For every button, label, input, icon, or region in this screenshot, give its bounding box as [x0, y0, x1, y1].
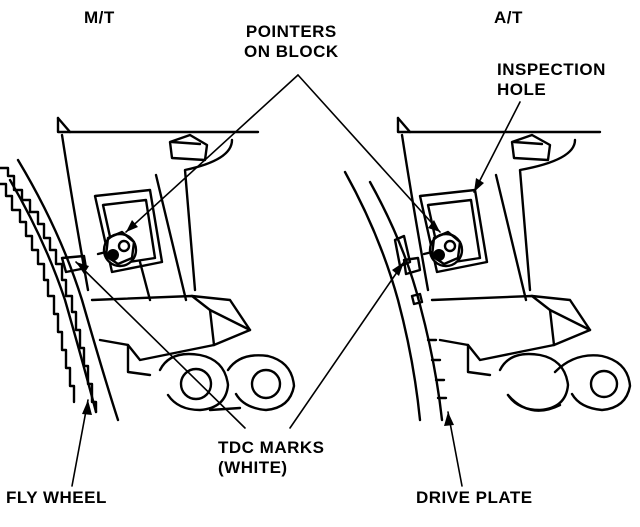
leader-inspection: [473, 101, 521, 193]
mt-engine-block: [56, 116, 296, 412]
mt-pointer-bolt: [96, 230, 138, 268]
label-mt: M/T: [84, 8, 115, 27]
arrowhead-flywheel: [82, 400, 92, 415]
leader-tdc-flywheel: [75, 261, 246, 429]
label-tdc-line1: TDC MARKS: [218, 438, 325, 457]
label-inspection-line1: INSPECTION: [497, 60, 606, 79]
arrowhead-tdc-driveplate: [392, 262, 404, 276]
arrowhead-inspection: [474, 178, 484, 192]
arrowhead-driveplate: [444, 412, 454, 426]
leader-lines: [71, 74, 521, 487]
leader-tdc-driveplate: [289, 261, 405, 429]
label-inspection-hole: INSPECTION HOLE: [497, 60, 606, 100]
label-drive-plate: DRIVE PLATE: [416, 488, 533, 507]
leader-pointers-at: [297, 74, 441, 233]
label-inspection-line2: HOLE: [497, 80, 547, 99]
label-at: A/T: [494, 8, 523, 27]
arrowhead-pointers-at: [428, 220, 440, 232]
at-engine-block: [396, 116, 632, 412]
drive-plate: [343, 170, 448, 422]
at-pointer-bolt: [422, 230, 464, 268]
arrowhead-pointers-mt: [126, 220, 138, 232]
fly-wheel: [0, 158, 120, 422]
leader-pointers-mt: [125, 74, 299, 233]
arrowhead-tdc-flywheel: [76, 262, 89, 274]
label-tdc-marks: TDC MARKS (WHITE): [218, 438, 325, 478]
label-pointers-line1: POINTERS: [245, 22, 337, 41]
label-pointers-on-block: POINTERS ON BLOCK: [244, 22, 339, 62]
label-pointers-line2: ON BLOCK: [244, 42, 339, 61]
label-fly-wheel: FLY WHEEL: [6, 488, 107, 507]
label-tdc-line2: (WHITE): [218, 458, 288, 477]
leader-flywheel: [71, 399, 89, 487]
